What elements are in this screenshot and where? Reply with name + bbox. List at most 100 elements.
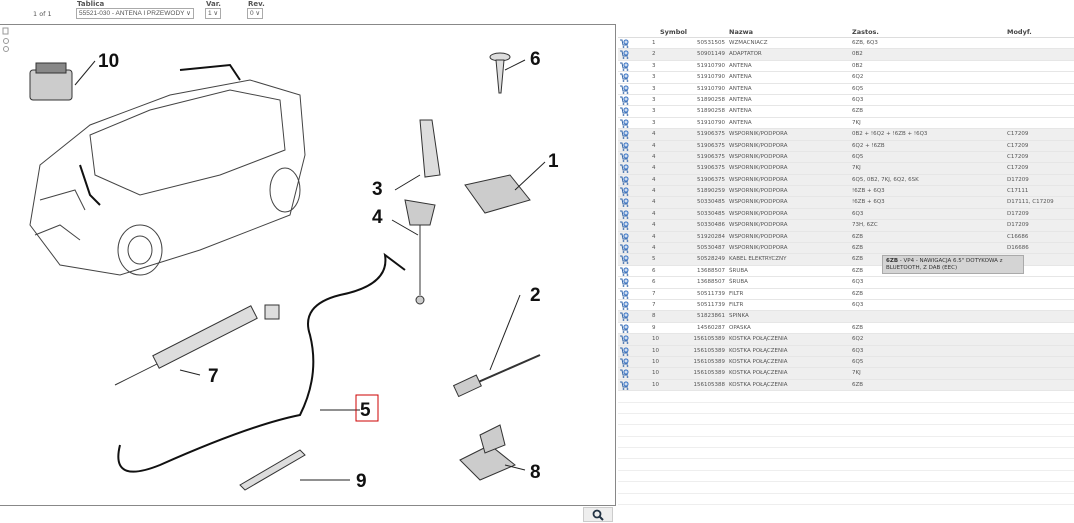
add-to-cart-icon[interactable]	[620, 289, 630, 299]
add-to-cart-icon[interactable]	[620, 324, 630, 333]
add-to-cart-icon[interactable]	[620, 358, 630, 367]
add-to-cart-icon[interactable]	[620, 187, 630, 196]
add-to-cart-icon[interactable]	[620, 369, 630, 379]
col-symbol[interactable]: Symbol	[660, 28, 688, 36]
cell-part-number[interactable]: 50330485	[697, 210, 725, 217]
add-to-cart-icon[interactable]	[620, 381, 630, 390]
cell-part-number[interactable]: 51890258	[697, 108, 725, 115]
add-to-cart-icon[interactable]	[620, 39, 630, 48]
cell-part-number[interactable]: 51823861	[697, 313, 725, 320]
add-to-cart-icon[interactable]	[620, 335, 630, 345]
cell-part-number[interactable]: 50511739	[697, 290, 725, 297]
add-to-cart-icon[interactable]	[620, 141, 630, 151]
cell-part-number[interactable]: 13688507	[697, 267, 725, 274]
cell-part-number[interactable]: 51910790	[697, 85, 725, 92]
add-to-cart-icon[interactable]	[620, 301, 630, 310]
col-modyf[interactable]: Modyf.	[1007, 28, 1032, 36]
cell-part-number[interactable]: 50531505	[697, 40, 725, 46]
cell-part-number[interactable]: 13688507	[697, 279, 725, 286]
cell-part-number[interactable]: 51906375	[697, 153, 725, 160]
cell-part-number[interactable]: 50530487	[697, 245, 725, 252]
add-to-cart-icon[interactable]	[620, 50, 630, 60]
cell-part-number[interactable]: 50330485	[697, 199, 725, 206]
cell-part-number[interactable]: 50528249	[697, 256, 725, 263]
cell-part-number[interactable]: 50901149	[697, 51, 725, 58]
search-button[interactable]	[583, 507, 613, 522]
cell-part-number[interactable]: 156105389	[693, 358, 726, 365]
add-to-cart-icon[interactable]	[620, 221, 630, 231]
rev-select[interactable]: 0 ∨	[247, 8, 264, 19]
cell-part-number[interactable]: 51906375	[697, 176, 725, 183]
cell-part-number[interactable]: 50511739	[697, 301, 725, 308]
add-to-cart-icon[interactable]	[620, 119, 630, 128]
callout-4[interactable]: 4	[372, 207, 383, 228]
add-to-cart-icon[interactable]	[620, 130, 630, 140]
callout-10[interactable]: 10	[98, 51, 119, 72]
tablica-select[interactable]: 55521-030 - ANTENA I PRZEWODY ∨	[76, 8, 194, 19]
cell-part-number[interactable]: 156105389	[693, 347, 726, 354]
add-to-cart-icon[interactable]	[620, 107, 630, 117]
cell-part-number[interactable]: 51890259	[697, 188, 725, 195]
add-to-cart-icon[interactable]	[620, 176, 630, 185]
cell-part-number[interactable]: 14560287	[697, 324, 725, 331]
add-to-cart-icon[interactable]	[620, 278, 630, 288]
cell-part-number[interactable]: 51910790	[697, 74, 725, 81]
parts-diagram[interactable]: 10 6 1 3 4 2 7 5 9 8	[0, 24, 616, 506]
var-select[interactable]: 1 ∨	[205, 8, 222, 19]
cell-part-number[interactable]: 156105389	[693, 370, 726, 377]
add-to-cart-icon[interactable]	[620, 198, 630, 208]
callout-3[interactable]: 3	[372, 179, 383, 200]
add-to-cart-icon[interactable]	[620, 346, 630, 356]
cell-part-number[interactable]: 51920284	[697, 233, 725, 240]
cell-part-number[interactable]: 51906375	[697, 131, 725, 138]
cell-part-number[interactable]: 51910790	[697, 119, 725, 126]
add-to-cart-icon[interactable]	[620, 312, 630, 322]
callout-9[interactable]: 9	[356, 471, 367, 492]
callout-8[interactable]: 8	[530, 462, 541, 483]
add-to-cart-icon[interactable]	[620, 233, 630, 242]
add-to-cart-icon[interactable]	[620, 84, 630, 94]
add-to-cart-icon[interactable]	[620, 267, 630, 276]
col-zastos[interactable]: Zastos.	[852, 28, 879, 36]
callout-7[interactable]: 7	[208, 366, 219, 387]
add-to-cart-icon[interactable]	[620, 96, 630, 105]
callout-6[interactable]: 6	[530, 49, 541, 70]
zoom-tools[interactable]	[2, 27, 9, 52]
add-to-cart-icon[interactable]	[620, 153, 630, 162]
cell-part-number[interactable]: 50330486	[697, 222, 725, 229]
callout-5[interactable]: 5	[360, 400, 371, 421]
cell-part-number[interactable]: 156105389	[693, 336, 726, 343]
add-to-cart-icon[interactable]	[620, 73, 630, 83]
cell-part-number[interactable]: 51890258	[697, 96, 725, 103]
